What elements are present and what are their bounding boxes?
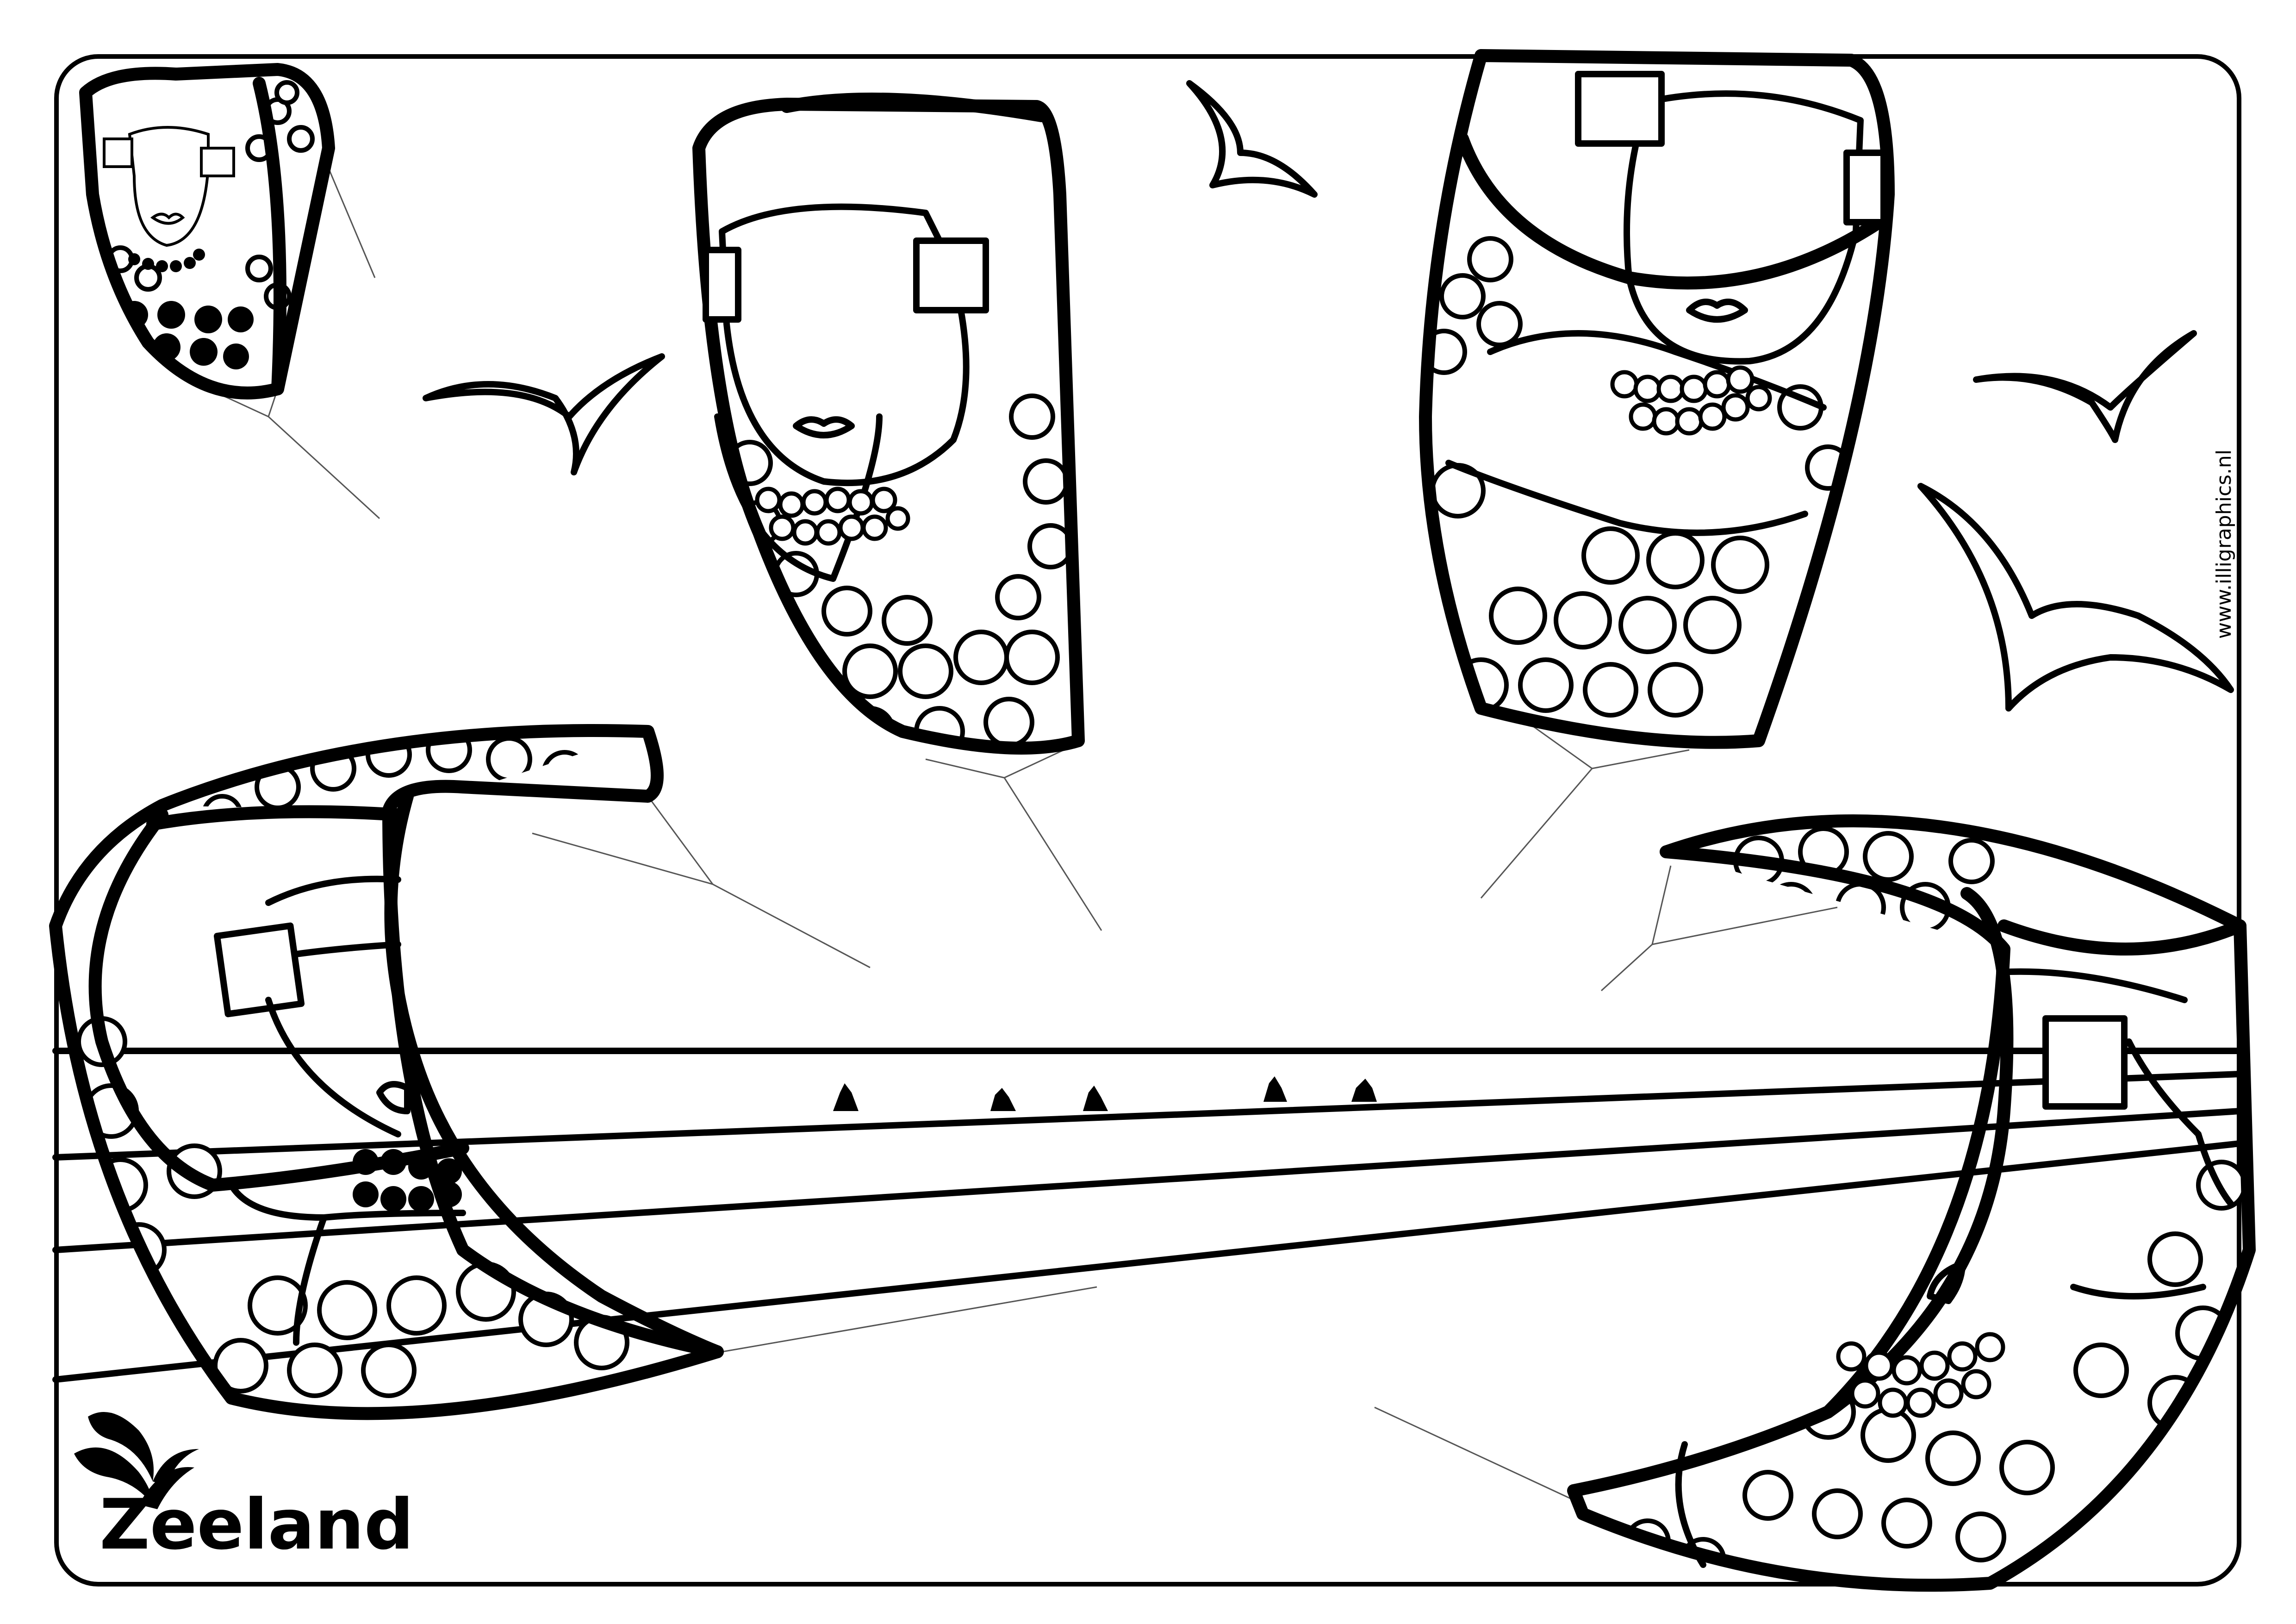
seagull-4 bbox=[1917, 483, 2234, 712]
beach-people bbox=[833, 1076, 1377, 1111]
seagulls bbox=[423, 80, 2234, 712]
logo-text: Zeeland bbox=[100, 1485, 414, 1565]
kite-large-bottom-left bbox=[49, 724, 724, 1420]
seagull-2 bbox=[1186, 80, 1318, 198]
seagulls-logo-icon bbox=[74, 1412, 199, 1509]
seagull-3 bbox=[1973, 330, 2197, 443]
credit-url: www.illigraphics.nl bbox=[2212, 450, 2236, 639]
seagull-1 bbox=[423, 353, 665, 475]
zeeland-logo: Zeeland bbox=[74, 1412, 414, 1565]
kite-top-center bbox=[692, 93, 1085, 755]
kite-small-top-left bbox=[79, 63, 335, 400]
kite-top-right bbox=[1419, 49, 1895, 749]
page-border bbox=[54, 54, 2241, 1587]
kite-strings bbox=[208, 157, 1838, 1501]
